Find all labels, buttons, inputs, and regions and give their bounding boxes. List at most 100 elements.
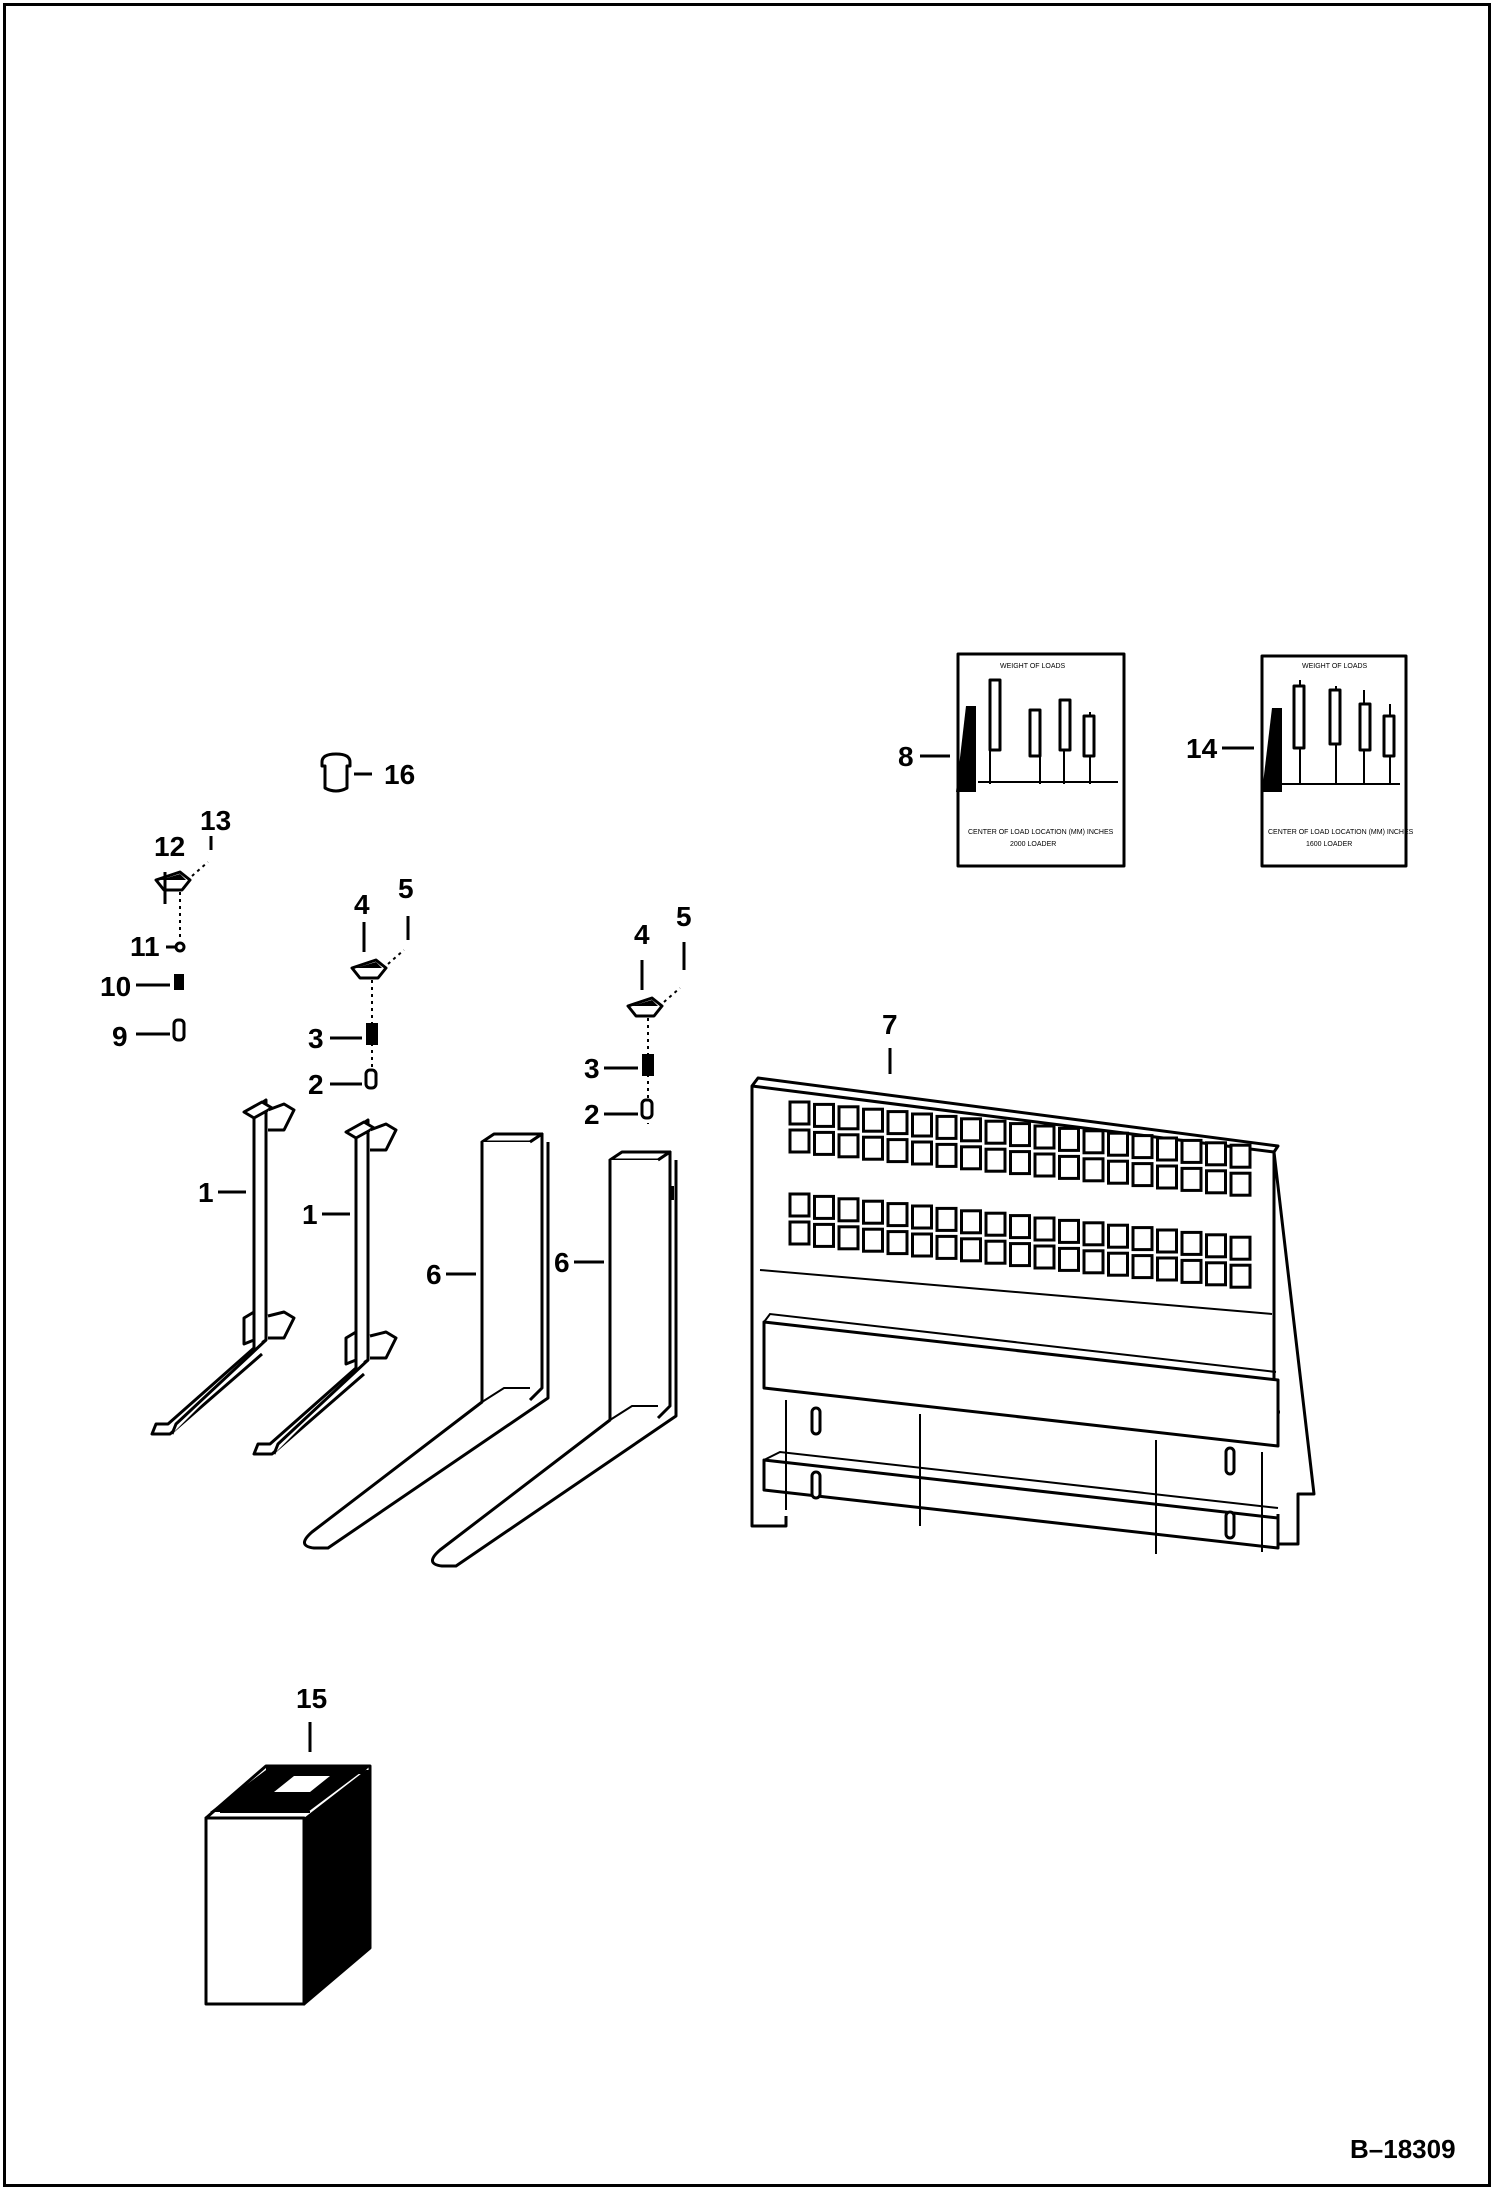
backrest-window [1058,1218,1080,1244]
part-9-pin-left [172,1018,186,1042]
backrest-window [1205,1169,1227,1195]
backrest-window [984,1239,1007,1265]
figure-number: B–18309 [1350,2134,1456,2164]
backrest-window [1058,1154,1080,1180]
backrest-window [960,1145,982,1171]
callout-11: 11 [130,931,160,962]
part-16-plug [320,752,352,793]
backrest-window [1082,1157,1105,1183]
backrest-window [1058,1246,1080,1272]
backrest-window [1009,1242,1031,1268]
part-10-spring-left [174,974,184,990]
backrest-window [1033,1244,1056,1270]
backrest-window [1131,1162,1154,1188]
decal-14-model: 1600 LOADER [1306,841,1352,848]
backrest-window-grid-upper [788,1100,1252,1197]
backrest-window [1229,1235,1252,1261]
backrest-window [1009,1214,1031,1240]
callout-4-right: 4 [634,919,650,950]
callout-1-left: 1 [198,1177,214,1208]
backrest-window [886,1110,909,1136]
backrest-window [1033,1152,1056,1178]
decal-14-heading: WEIGHT OF LOADS [1302,663,1368,670]
backrest-window [935,1206,958,1232]
backrest-window [1107,1251,1129,1277]
part-1-fork-left [150,1098,296,1436]
backrest-window [862,1199,884,1225]
backrest-window [1229,1143,1252,1169]
backrest-window [1107,1159,1129,1185]
part-1-fork-middle [252,1118,398,1456]
backrest-window [1205,1141,1227,1167]
backrest-window [960,1209,982,1235]
backrest-window [1009,1122,1031,1148]
part-12-fork-lock-knob-left [154,870,192,892]
backrest-window [1156,1136,1178,1162]
backrest-window [862,1135,884,1161]
backrest-window [911,1204,933,1230]
part-4-fork-lock-knob-right [626,996,664,1018]
callout-5-right: 5 [676,901,692,932]
callout-3-right: 3 [584,1053,600,1084]
backrest-window [813,1102,835,1128]
part-6-fork-extension-left [303,1132,550,1550]
backrest-window [813,1130,835,1156]
part-3-spring-middle [366,1023,378,1045]
backrest-window [935,1114,958,1140]
part-7-load-backrest [750,1076,1316,1554]
backrest-window [813,1222,835,1248]
backrest-window [1107,1131,1129,1157]
backrest-window [837,1105,860,1131]
backrest-window [837,1133,860,1159]
backrest-window [886,1202,909,1228]
decal-8-caption: CENTER OF LOAD LOCATION (MM) INCHES [968,829,1114,836]
part-6-fork-extension-right [431,1150,678,1568]
backrest-window [1058,1126,1080,1152]
backrest-window [1107,1223,1129,1249]
backrest-window [984,1147,1007,1173]
part-11-washer-left [174,941,186,953]
part-2-pin-middle [364,1068,378,1090]
backrest-window [1205,1233,1227,1259]
backrest-window [886,1138,909,1164]
backrest-window [911,1232,933,1258]
backrest-window [886,1230,909,1256]
backrest-window [984,1211,1007,1237]
backrest-window [788,1192,811,1218]
callout-1-middle: 1 [302,1199,318,1230]
backrest-window [813,1194,835,1220]
backrest-window [960,1117,982,1143]
backrest-window [1156,1164,1178,1190]
callout-2-middle: 2 [308,1069,324,1100]
backrest-window [837,1197,860,1223]
callout-8: 8 [898,741,914,772]
backrest-window [837,1225,860,1251]
backrest-window [935,1142,958,1168]
callout-16: 16 [384,759,415,790]
backrest-window [862,1227,884,1253]
callout-6-right: 6 [554,1247,570,1278]
backrest-window [1033,1216,1056,1242]
callout-13: 13 [200,805,231,836]
backrest-window [1180,1258,1203,1284]
backrest-window [788,1220,811,1246]
part-15-operation-manual [204,1764,372,2006]
part-8-capacity-decal-2000: WEIGHT OF LOADS CENTER OF LOAD LOCATION … [956,652,1126,868]
callout-6-left: 6 [426,1259,442,1290]
callout-10: 10 [100,971,131,1002]
callout-12: 12 [154,831,185,862]
backrest-window [788,1100,811,1126]
backrest-window [1082,1129,1105,1155]
backrest-window [960,1237,982,1263]
part-14-capacity-decal-1600: WEIGHT OF LOADS CENTER OF LOAD LOCATION … [1260,654,1414,868]
callout-9: 9 [112,1021,128,1052]
part-4-fork-lock-knob-middle [350,958,388,980]
part-2-pin-right [640,1098,654,1120]
backrest-window [984,1119,1007,1145]
decal-8-model: 2000 LOADER [1010,841,1056,848]
callout-7: 7 [882,1009,898,1040]
callout-2-right: 2 [584,1099,600,1130]
backrest-window-grid-lower [788,1192,1252,1289]
callout-4-middle: 4 [354,889,370,920]
